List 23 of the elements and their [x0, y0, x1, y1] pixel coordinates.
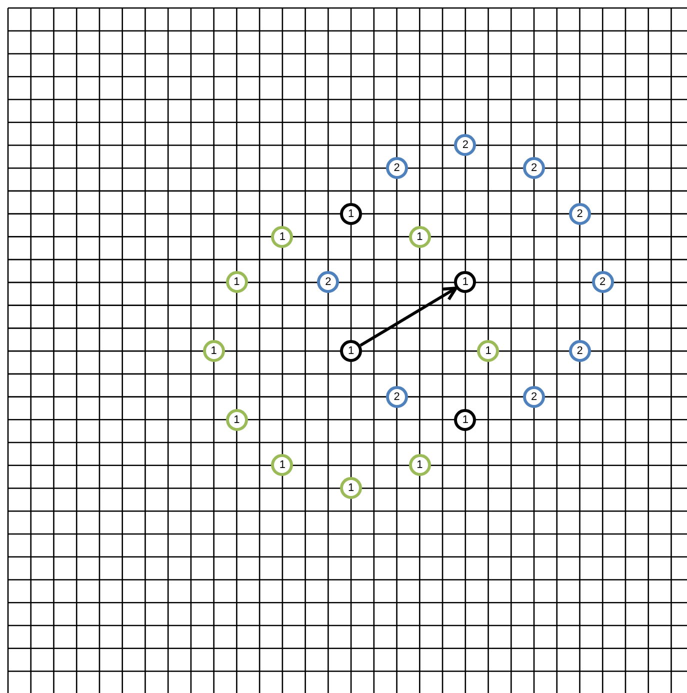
numbered-circle: 2 — [454, 134, 476, 156]
numbered-circle: 1 — [271, 454, 294, 476]
numbered-circle: 1 — [340, 202, 362, 225]
numbered-circle: 2 — [386, 157, 408, 180]
numbered-circle: 1 — [226, 271, 248, 294]
numbered-circle: 1 — [202, 340, 225, 362]
numbered-circle: 2 — [317, 271, 340, 294]
numbered-circle: 1 — [226, 408, 248, 431]
numbered-circle: 1 — [340, 340, 362, 362]
numbered-circle: 2 — [523, 386, 545, 408]
arrow — [360, 286, 458, 347]
numbered-circle: 2 — [523, 157, 545, 180]
numbered-circle: 1 — [477, 340, 500, 362]
numbered-circle: 1 — [454, 408, 476, 431]
numbered-circle: 2 — [568, 202, 591, 225]
numbered-circle: 1 — [271, 226, 294, 248]
numbered-circle: 2 — [568, 340, 591, 362]
numbered-circle: 1 — [408, 454, 431, 476]
numbered-circle: 1 — [340, 477, 362, 500]
numbered-circle: 2 — [386, 386, 408, 408]
numbered-circle: 1 — [408, 226, 431, 248]
numbered-circle: 1 — [454, 271, 476, 294]
numbered-circle: 2 — [592, 271, 614, 294]
